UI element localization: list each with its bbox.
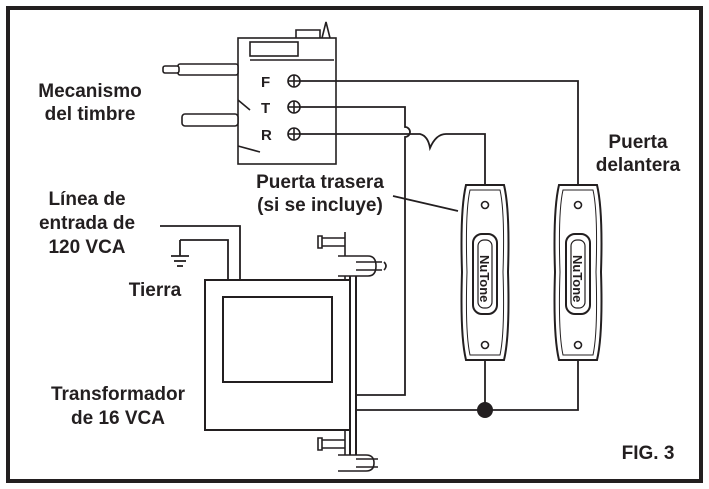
input-label-line2: entrada de xyxy=(39,213,135,234)
chime-plunger-lower xyxy=(181,113,239,127)
input-label-line1: Línea de xyxy=(48,189,125,210)
terminal-t-label: T xyxy=(261,100,270,117)
wires xyxy=(160,80,579,411)
chime-label-line1: Mecanismo xyxy=(38,81,141,102)
rear-button-brand: NuTone xyxy=(477,255,492,302)
rear-door-label-line1: Puerta trasera xyxy=(256,172,384,193)
front-door-button xyxy=(553,184,603,361)
ground-label: Tierra xyxy=(129,280,182,301)
transformer-label-line2: de 16 VCA xyxy=(71,408,165,429)
front-button-brand: NuTone xyxy=(570,255,585,302)
chime-mechanism xyxy=(162,21,337,165)
chime-label-line2: del timbre xyxy=(45,104,136,125)
front-door-label-line2: delantera xyxy=(596,155,681,176)
front-door-label-line1: Puerta xyxy=(608,132,668,153)
wire-common xyxy=(350,360,579,411)
chime-plunger-upper xyxy=(177,63,239,76)
wire-transformer-terminal xyxy=(300,106,411,396)
terminal-screws xyxy=(287,74,301,141)
wire-ground xyxy=(180,239,229,280)
diagram-frame xyxy=(6,6,703,483)
figure-label: FIG. 3 xyxy=(622,443,675,464)
wire-front-terminal xyxy=(300,80,579,185)
transformer-label-line1: Transformador xyxy=(51,384,186,405)
terminal-r-label: R xyxy=(261,127,272,144)
wire-input-line xyxy=(160,225,241,280)
transformer xyxy=(204,232,387,472)
junction-dot xyxy=(477,402,493,418)
terminal-f-label: F xyxy=(261,74,270,91)
ground-symbol-icon xyxy=(171,255,189,267)
input-label-line3: 120 VCA xyxy=(48,237,125,258)
rear-door-label-line2: (si se incluye) xyxy=(257,195,383,216)
wire-rear-terminal xyxy=(300,133,486,185)
rear-door-button xyxy=(460,184,510,361)
